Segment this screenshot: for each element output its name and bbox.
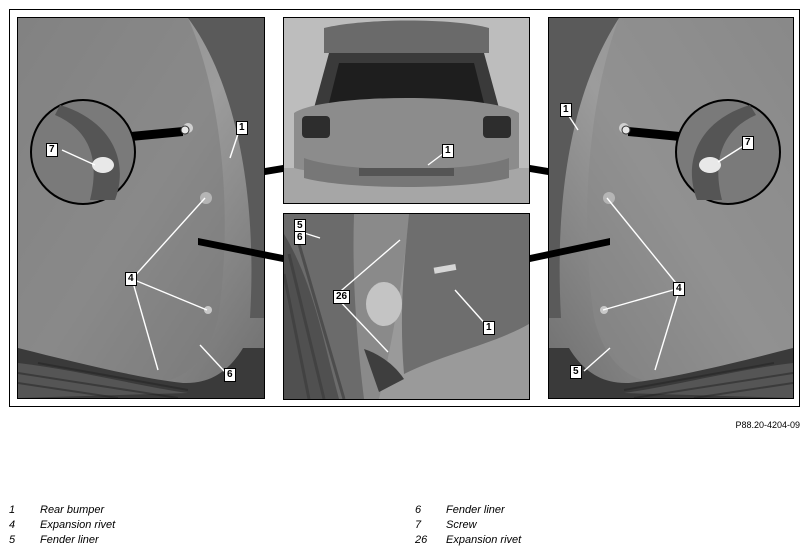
callout-bottom-liner-b: 6 [294, 231, 306, 245]
callout-left-bumper: 1 [236, 121, 248, 135]
callout-right-screw: 7 [742, 136, 754, 150]
callout-left-rivet: 4 [125, 272, 137, 286]
photo-right-wheel-arch [548, 17, 794, 399]
callout-bottom-bumper: 1 [483, 321, 495, 335]
callout-right-rivet: 4 [673, 282, 685, 296]
photo-fender-liner-closeup [283, 213, 530, 400]
photo-left-wheel-arch [17, 17, 265, 399]
callout-top-bumper: 1 [442, 144, 454, 158]
callout-right-liner: 5 [570, 365, 582, 379]
callout-left-liner: 6 [224, 368, 236, 382]
figure-reference-code: P88.20-4204-09 [735, 420, 800, 430]
callout-left-screw: 7 [46, 143, 58, 157]
callout-bottom-rivet: 26 [333, 290, 351, 304]
photo-car-rear [283, 17, 530, 204]
callout-right-bumper: 1 [560, 103, 572, 117]
